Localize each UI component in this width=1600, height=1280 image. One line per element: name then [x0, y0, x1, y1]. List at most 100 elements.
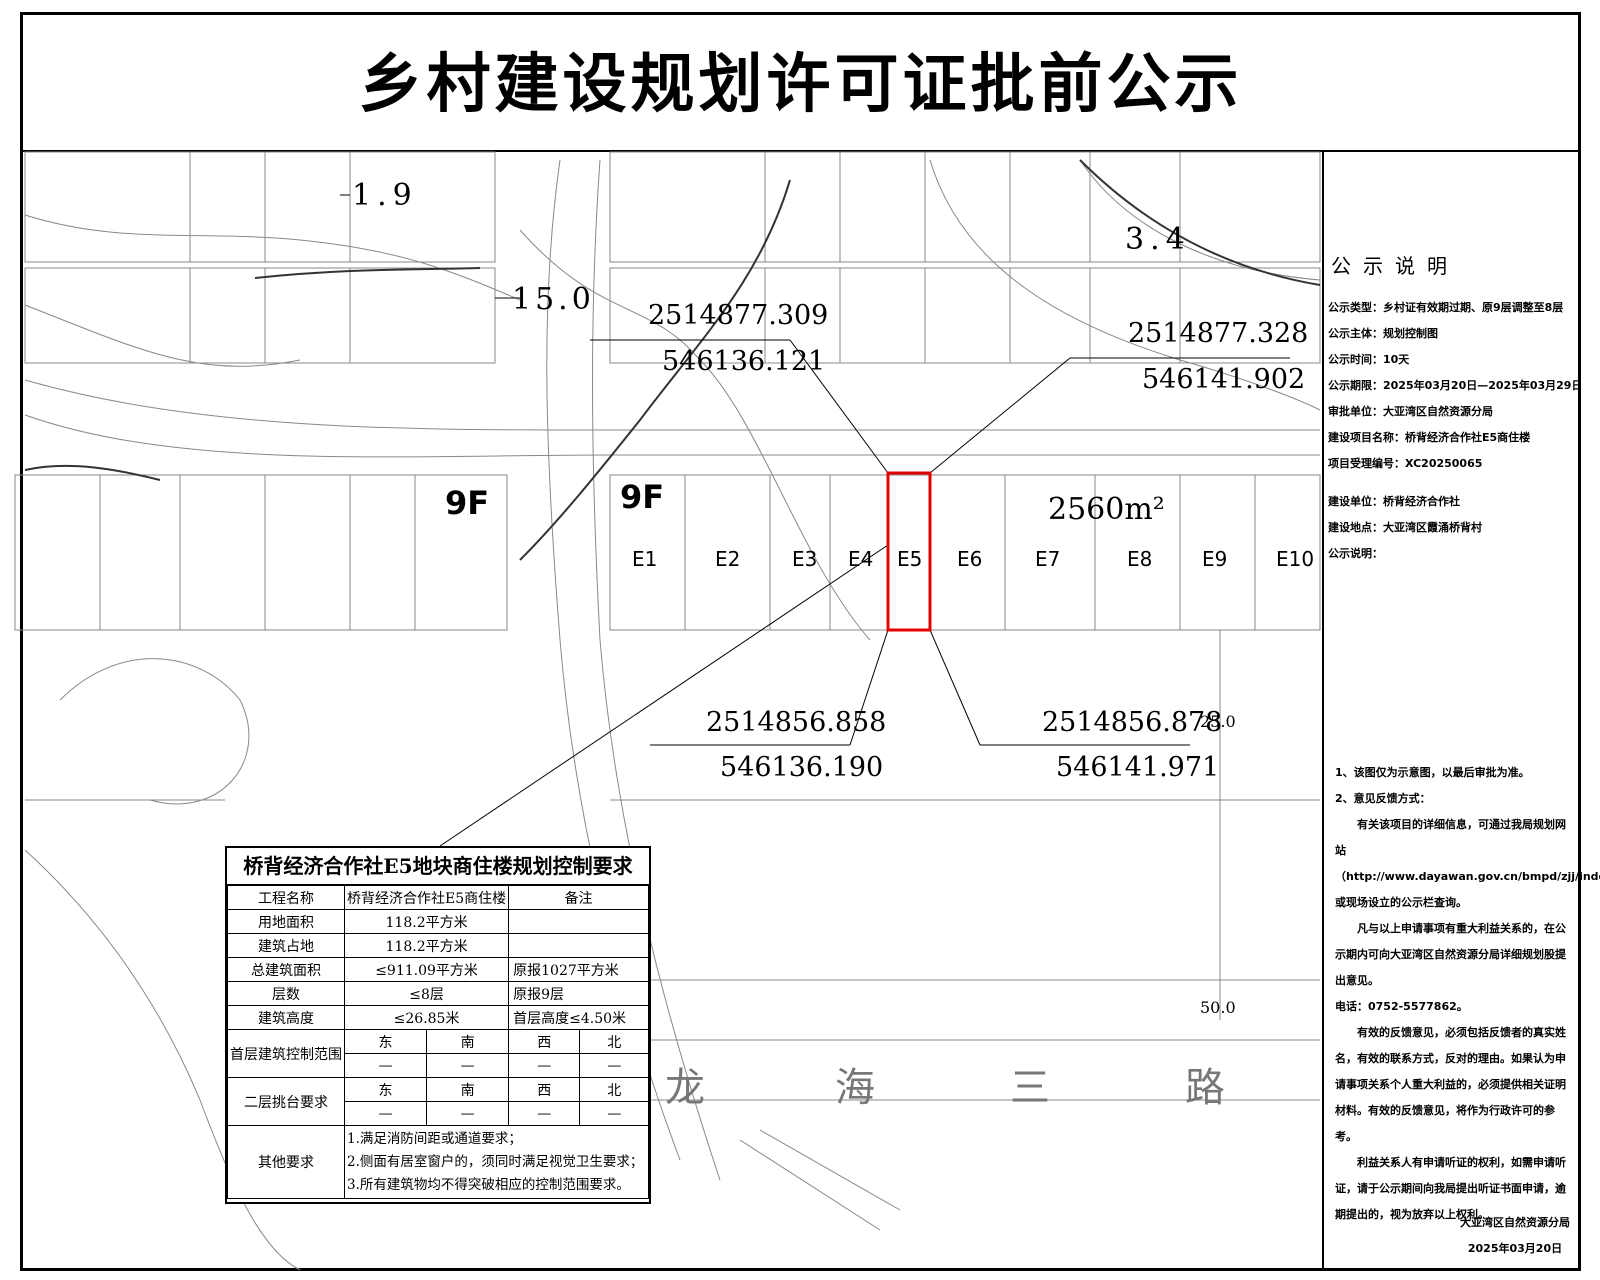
- lot-label-e8: E8: [1127, 547, 1153, 571]
- direction-south: 南: [426, 1029, 510, 1054]
- table-row: — — — —: [228, 1053, 649, 1078]
- note-paragraph: 电话：0752-5577862。: [1335, 1000, 1468, 1013]
- info-row: 项目受理编号：XC20250065: [1328, 457, 1483, 470]
- signature-block: 大亚湾区自然资源分局 2025年03月20日: [1440, 1210, 1590, 1262]
- info-row: 公示类型：乡村证有效期过期、原9层调整至8层: [1328, 301, 1564, 314]
- dimension-label: 15.0: [512, 282, 595, 317]
- title-divider: [23, 150, 1578, 152]
- row-remark: 首层高度≤4.50米: [508, 1005, 649, 1030]
- row-value: ≤911.09平方米: [343, 957, 510, 982]
- road-name-char: 三: [1010, 1065, 1050, 1111]
- other-requirements: 1.满足消防间距或通道要求； 2.侧面有居室窗户的，须同时满足视觉卫生要求； 3…: [344, 1125, 649, 1199]
- lot-label-e4: E4: [848, 547, 874, 571]
- direction-value: —: [579, 1053, 649, 1078]
- note-paragraph: 有效的反馈意见，必须包括反馈者的真实姓名，有效的联系方式，反对的理由。如果认为申…: [1335, 1026, 1566, 1143]
- row-label: 建筑高度: [227, 1005, 345, 1030]
- direction-value: —: [508, 1101, 581, 1126]
- lot-label-e5: E5: [897, 547, 923, 571]
- table-row: 首层建筑控制范围 东 南 西 北: [227, 1029, 649, 1078]
- note-paragraph: 有关该项目的详细信息，可通过我局规划网站（http://www.dayawan.…: [1335, 818, 1600, 909]
- direction-value: —: [343, 1053, 428, 1078]
- direction-west: 西: [508, 1029, 581, 1054]
- floor-label: 9F: [445, 484, 490, 522]
- row-value: ≤26.85米: [343, 1005, 510, 1030]
- row-value: ≤8层: [343, 981, 510, 1006]
- table-row: 总建筑面积 ≤911.09平方米 原报1027平方米: [227, 957, 649, 982]
- lot-label-e10: E10: [1276, 547, 1315, 571]
- lot-label-e2: E2: [715, 547, 741, 571]
- highlighted-lot-e5: [886, 471, 932, 632]
- direction-north: 北: [579, 1077, 649, 1102]
- direction-value: —: [508, 1053, 581, 1078]
- direction-west: 西: [508, 1077, 581, 1102]
- dimension-label: 50.0: [1200, 998, 1236, 1017]
- info-row: 公示期限：2025年03月20日—2025年03月29日: [1328, 379, 1583, 392]
- info-row: 公示说明：: [1328, 547, 1383, 560]
- requirement-item: 1.满足消防间距或通道要求；: [347, 1130, 522, 1147]
- dimension-label: 1.9: [352, 178, 418, 213]
- lot-label-e6: E6: [957, 547, 983, 571]
- requirement-item: 3.所有建筑物均不得突破相应的控制范围要求。: [347, 1176, 630, 1193]
- info-row: 审批单位：大亚湾区自然资源分局: [1328, 405, 1493, 418]
- row-remark: [508, 933, 649, 958]
- coordinate-nw-x: 546136.121: [662, 346, 826, 377]
- lot-label-e1: E1: [632, 547, 658, 571]
- control-requirements-table: 桥背经济合作社E5地块商住楼规划控制要求 工程名称 桥背经济合作社E5商住楼 备…: [225, 846, 651, 1204]
- notice-notes: 1、该图仅为示意图，以最后审批为准。 2、意见反馈方式： 有关该项目的详细信息，…: [1335, 760, 1600, 1228]
- sidebar-title: 公示说明: [1331, 254, 1459, 278]
- table-row: 其他要求 1.满足消防间距或通道要求； 2.侧面有居室窗户的，须同时满足视觉卫生…: [227, 1125, 649, 1199]
- coordinate-ne-x: 546141.902: [1142, 364, 1306, 395]
- row-label: 二层挑台要求: [227, 1077, 345, 1126]
- lot-label-e7: E7: [1035, 547, 1061, 571]
- note-paragraph: 利益关系人有申请听证的权利，如需申请听证，请于公示期间向我局提出听证书面申请，逾…: [1335, 1156, 1566, 1221]
- table-row: 用地面积 118.2平方米: [227, 909, 649, 934]
- page-frame: [20, 12, 1581, 1271]
- note-paragraph: 2、意见反馈方式：: [1335, 792, 1431, 805]
- row-label: 其他要求: [227, 1125, 345, 1199]
- table-row: 工程名称 桥背经济合作社E5商住楼 备注: [227, 885, 649, 910]
- note-paragraph: 凡与以上申请事项有重大利益关系的，在公示期内可向大亚湾区自然资源分局详细规划股提…: [1335, 922, 1566, 987]
- table-title: 桥背经济合作社E5地块商住楼规划控制要求: [227, 848, 649, 885]
- page-title: 乡村建设规划许可证批前公示: [358, 48, 1243, 122]
- coordinate-se-x: 546141.971: [1056, 752, 1220, 783]
- table-row: 层数 ≤8层 原报9层: [227, 981, 649, 1006]
- row-label: 用地面积: [227, 909, 345, 934]
- issue-date: 2025年03月20日: [1467, 1242, 1563, 1255]
- road-name-char: 海: [835, 1065, 875, 1111]
- row-remark: [508, 909, 649, 934]
- direction-east: 东: [343, 1029, 428, 1054]
- floor-label: 9F: [620, 478, 665, 516]
- dimension-label: 3.4: [1125, 222, 1191, 257]
- row-label: 层数: [227, 981, 345, 1006]
- coordinate-ne-y: 2514877.328: [1128, 318, 1309, 349]
- row-label: 总建筑面积: [227, 957, 345, 982]
- direction-north: 北: [579, 1029, 649, 1054]
- row-label: 首层建筑控制范围: [227, 1029, 345, 1078]
- area-label: 2560m²: [1048, 492, 1165, 527]
- row-remark: 备注: [508, 885, 649, 910]
- direction-value: —: [426, 1101, 510, 1126]
- lot-label-e9: E9: [1202, 547, 1228, 571]
- info-row: 建设单位：桥背经济合作社: [1328, 495, 1460, 508]
- table-row: 建筑占地 118.2平方米: [227, 933, 649, 958]
- row-remark: 原报1027平方米: [508, 957, 649, 982]
- coordinate-se-y: 2514856.878: [1042, 707, 1223, 738]
- row-label: 工程名称: [227, 885, 345, 910]
- table-row: 建筑高度 ≤26.85米 首层高度≤4.50米: [227, 1005, 649, 1030]
- road-name-char: 龙: [665, 1065, 705, 1111]
- lot-label-e3: E3: [792, 547, 818, 571]
- row-value: 118.2平方米: [343, 909, 510, 934]
- info-row: 公示时间：10天: [1328, 353, 1410, 366]
- sidebar-divider: [1322, 152, 1324, 1270]
- coordinate-nw-y: 2514877.309: [648, 300, 829, 331]
- coordinate-sw-x: 546136.190: [720, 752, 884, 783]
- table-row: — — — —: [228, 1101, 649, 1126]
- table-row: 二层挑台要求 东 南 西 北: [227, 1077, 649, 1126]
- direction-value: —: [426, 1053, 510, 1078]
- direction-east: 东: [343, 1077, 428, 1102]
- info-row: 公示主体：规划控制图: [1328, 327, 1438, 340]
- row-value: 桥背经济合作社E5商住楼: [343, 885, 510, 910]
- info-row: 建设地点：大亚湾区霞涌桥背村: [1328, 521, 1482, 534]
- info-row: 建设项目名称：桥背经济合作社E5商住楼: [1328, 431, 1531, 444]
